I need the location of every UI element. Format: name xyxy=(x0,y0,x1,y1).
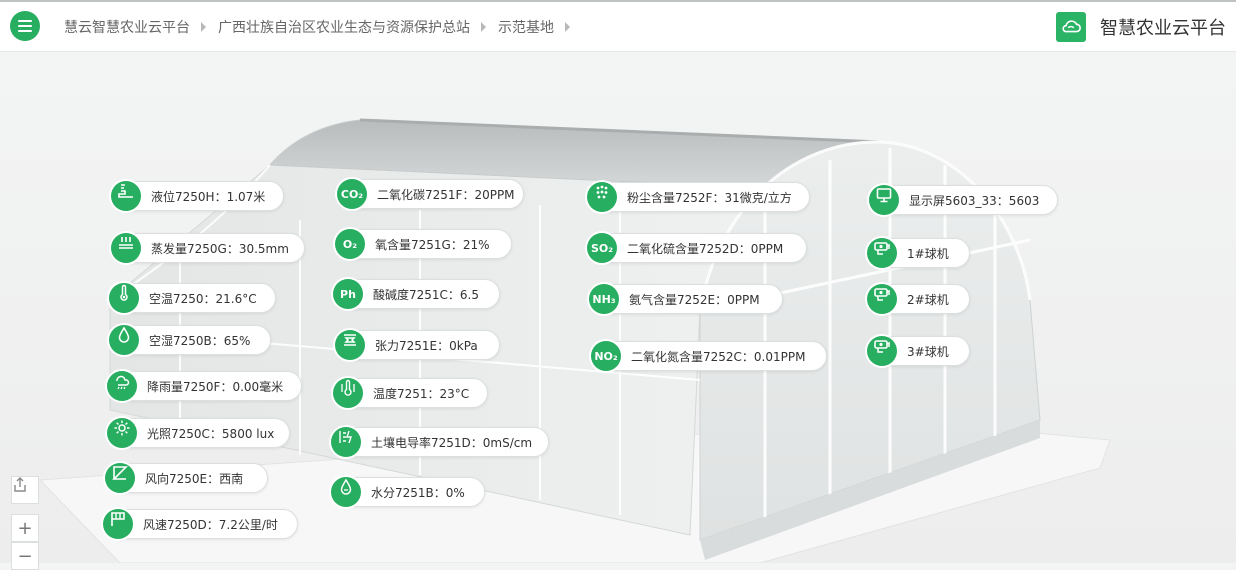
zoom-out-button[interactable]: − xyxy=(11,542,39,570)
sensor-chip[interactable]: 光照7250C：5800 lux xyxy=(107,418,290,448)
water-level-icon xyxy=(111,181,141,211)
sensor-label: 液位7250H：1.07米 xyxy=(151,189,266,204)
share-icon xyxy=(14,477,26,492)
sensor-label: 降雨量7250F：0.00毫米 xyxy=(147,379,284,394)
rain-icon xyxy=(107,371,137,401)
thermometer-icon xyxy=(109,283,139,313)
so2-icon: SO₂ xyxy=(587,233,617,263)
sensor-label: 氨气含量7252E：0PPM xyxy=(629,292,760,307)
sensor-label: 粉尘含量7252F：31微克/立方 xyxy=(627,190,792,205)
sensor-label: 2#球机 xyxy=(907,292,949,307)
chevron-right-icon xyxy=(481,21,486,32)
share-button[interactable] xyxy=(11,476,39,504)
sensor-chip[interactable]: NO₂ 二氧化氮含量7252C：0.01PPM xyxy=(591,341,827,371)
sensor-chip[interactable]: 风向7250E：西南 xyxy=(105,463,268,493)
sensor-label: 张力7251E：0kPa xyxy=(375,338,478,353)
ph-icon: Ph xyxy=(333,279,363,309)
sensor-chip[interactable]: 空温7250：21.6°C xyxy=(109,283,276,313)
sensor-label: 3#球机 xyxy=(907,344,949,359)
dust-icon xyxy=(587,182,617,212)
brand-title: 智慧农业云平台 xyxy=(1100,17,1226,39)
sensor-chip[interactable]: 显示屏5603_33：5603 xyxy=(869,185,1058,215)
camera-icon xyxy=(867,336,897,366)
sensor-chip[interactable]: NH₃ 氨气含量7252E：0PPM xyxy=(589,284,783,314)
sensor-label: 空温7250：21.6°C xyxy=(149,291,257,306)
wind-direction-icon xyxy=(105,463,135,493)
sensor-chip[interactable]: CO₂ 二氧化碳7251F：20PPM xyxy=(337,179,524,209)
greenhouse-scene: 液位7250H：1.07米蒸发量7250G：30.5mm 空温7250：21.6°… xyxy=(0,52,1236,570)
sensor-label: 显示屏5603_33：5603 xyxy=(909,193,1040,208)
camera-icon xyxy=(867,238,897,268)
sensor-label: 温度7251：23°C xyxy=(373,386,470,401)
display-screen-icon xyxy=(869,185,899,215)
sensor-chip[interactable]: 土壤电导率7251D：0mS/cm xyxy=(331,427,549,457)
sensor-chip[interactable]: SO₂ 二氧化硫含量7252D：0PPM xyxy=(587,233,807,263)
sensor-label: 1#球机 xyxy=(907,246,949,261)
nh3-icon: NH₃ xyxy=(589,284,619,314)
evaporation-icon xyxy=(111,233,141,263)
cloud-logo-icon xyxy=(1056,11,1086,42)
sensor-chip[interactable]: 空湿7250B：65% xyxy=(109,325,271,355)
sensor-chip[interactable]: 蒸发量7250G：30.5mm xyxy=(111,233,305,263)
breadcrumb-base[interactable]: 示范基地 xyxy=(498,19,554,36)
sensor-label: 空湿7250B：65% xyxy=(149,333,251,348)
sensor-label: 风速7250D：7.2公里/时 xyxy=(143,517,278,532)
zoom-in-button[interactable]: + xyxy=(11,514,39,542)
sensor-label: 氧含量7251G：21% xyxy=(375,237,490,252)
chevron-right-icon xyxy=(565,21,570,32)
menu-button[interactable] xyxy=(10,11,40,41)
sensor-chip[interactable]: 张力7251E：0kPa xyxy=(335,330,500,360)
sensor-chip[interactable]: 降雨量7250F：0.00毫米 xyxy=(107,371,302,401)
co2-icon: CO₂ xyxy=(337,179,367,209)
brand: 智慧农业云平台 xyxy=(1056,2,1226,51)
tension-icon xyxy=(335,330,365,360)
breadcrumb: 慧云智慧农业云平台 广西壮族自治区农业生态与资源保护总站 示范基地 xyxy=(64,2,582,51)
sensor-chip[interactable]: 水分7251B：0% xyxy=(331,477,485,507)
droplet-icon xyxy=(109,325,139,355)
header-bar: 慧云智慧农业云平台 广西壮族自治区农业生态与资源保护总站 示范基地 智慧农业云平… xyxy=(0,2,1236,52)
breadcrumb-station[interactable]: 广西壮族自治区农业生态与资源保护总站 xyxy=(218,19,470,36)
sun-icon xyxy=(107,418,137,448)
sensor-label: 二氧化氮含量7252C：0.01PPM xyxy=(631,349,806,364)
sensor-label: 二氧化碳7251F：20PPM xyxy=(377,187,515,202)
sensor-label: 酸碱度7251C：6.5 xyxy=(373,287,480,302)
camera-icon xyxy=(867,284,897,314)
wind-speed-icon xyxy=(103,509,133,539)
sensor-label: 二氧化硫含量7252D：0PPM xyxy=(627,241,784,256)
sensor-chip[interactable]: O₂ 氧含量7251G：21% xyxy=(335,229,512,259)
sensor-chip[interactable]: 2#球机 xyxy=(867,284,970,314)
soil-temperature-icon xyxy=(333,378,363,408)
top-border xyxy=(0,0,1236,2)
sensor-chip[interactable]: 温度7251：23°C xyxy=(333,378,488,408)
sensor-label: 风向7250E：西南 xyxy=(145,471,244,486)
sensor-label: 光照7250C：5800 lux xyxy=(147,426,275,441)
sensor-label: 土壤电导率7251D：0mS/cm xyxy=(371,435,533,450)
chevron-right-icon xyxy=(201,21,206,32)
o2-icon: O₂ xyxy=(335,229,365,259)
sensor-label: 蒸发量7250G：30.5mm xyxy=(151,241,289,256)
conductivity-icon xyxy=(331,427,361,457)
sensor-chip[interactable]: 粉尘含量7252F：31微克/立方 xyxy=(587,182,810,212)
sensor-chip[interactable]: 液位7250H：1.07米 xyxy=(111,181,284,211)
hamburger-icon xyxy=(18,20,32,32)
breadcrumb-platform[interactable]: 慧云智慧农业云平台 xyxy=(64,19,190,36)
sensor-chip[interactable]: Ph 酸碱度7251C：6.5 xyxy=(333,279,500,309)
moisture-icon xyxy=(331,477,361,507)
sensor-label: 水分7251B：0% xyxy=(371,485,465,500)
sensor-chip[interactable]: 1#球机 xyxy=(867,238,970,268)
sensor-chip[interactable]: 风速7250D：7.2公里/时 xyxy=(103,509,298,539)
no2-icon: NO₂ xyxy=(591,341,621,371)
sensor-chip[interactable]: 3#球机 xyxy=(867,336,970,366)
